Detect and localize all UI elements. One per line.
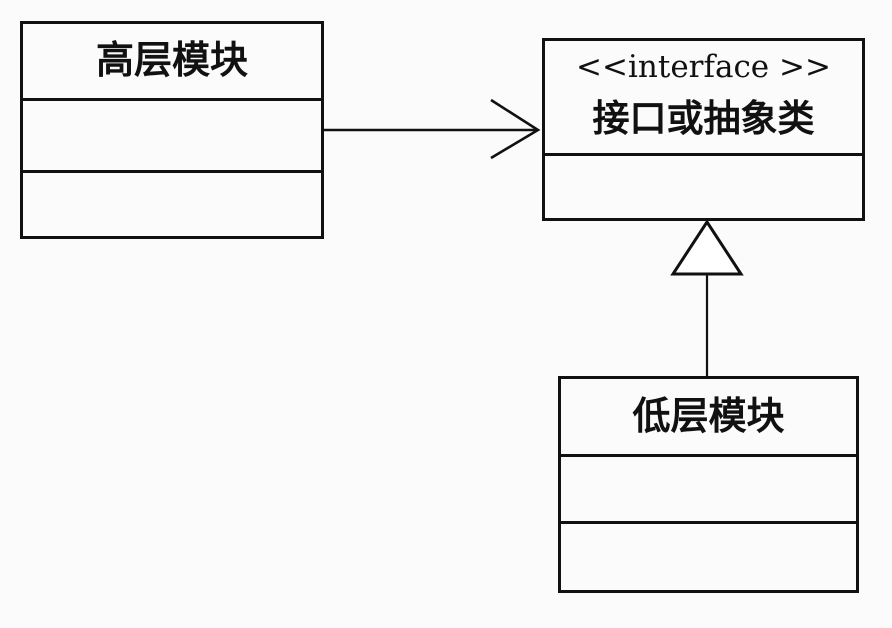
interface-name-section: <<interface >> 接口或抽象类 [545, 41, 862, 156]
low-module-name: 低层模块 [632, 394, 785, 438]
interface-stereotype: <<interface >> [576, 49, 831, 85]
interface-class-box: <<interface >> 接口或抽象类 [542, 38, 865, 221]
interface-name: 接口或抽象类 [592, 97, 815, 140]
low-module-attributes-section [561, 457, 856, 524]
high-module-attributes-section [23, 101, 321, 173]
low-module-class-box: 低层模块 [558, 376, 859, 593]
realization-hollow-triangle [670, 219, 744, 276]
high-module-name: 高层模块 [95, 38, 248, 82]
dependency-open-arrowhead [490, 98, 541, 160]
high-module-class-box: 高层模块 [20, 21, 324, 239]
high-module-name-section: 高层模块 [23, 24, 321, 101]
low-module-name-section: 低层模块 [561, 379, 856, 457]
